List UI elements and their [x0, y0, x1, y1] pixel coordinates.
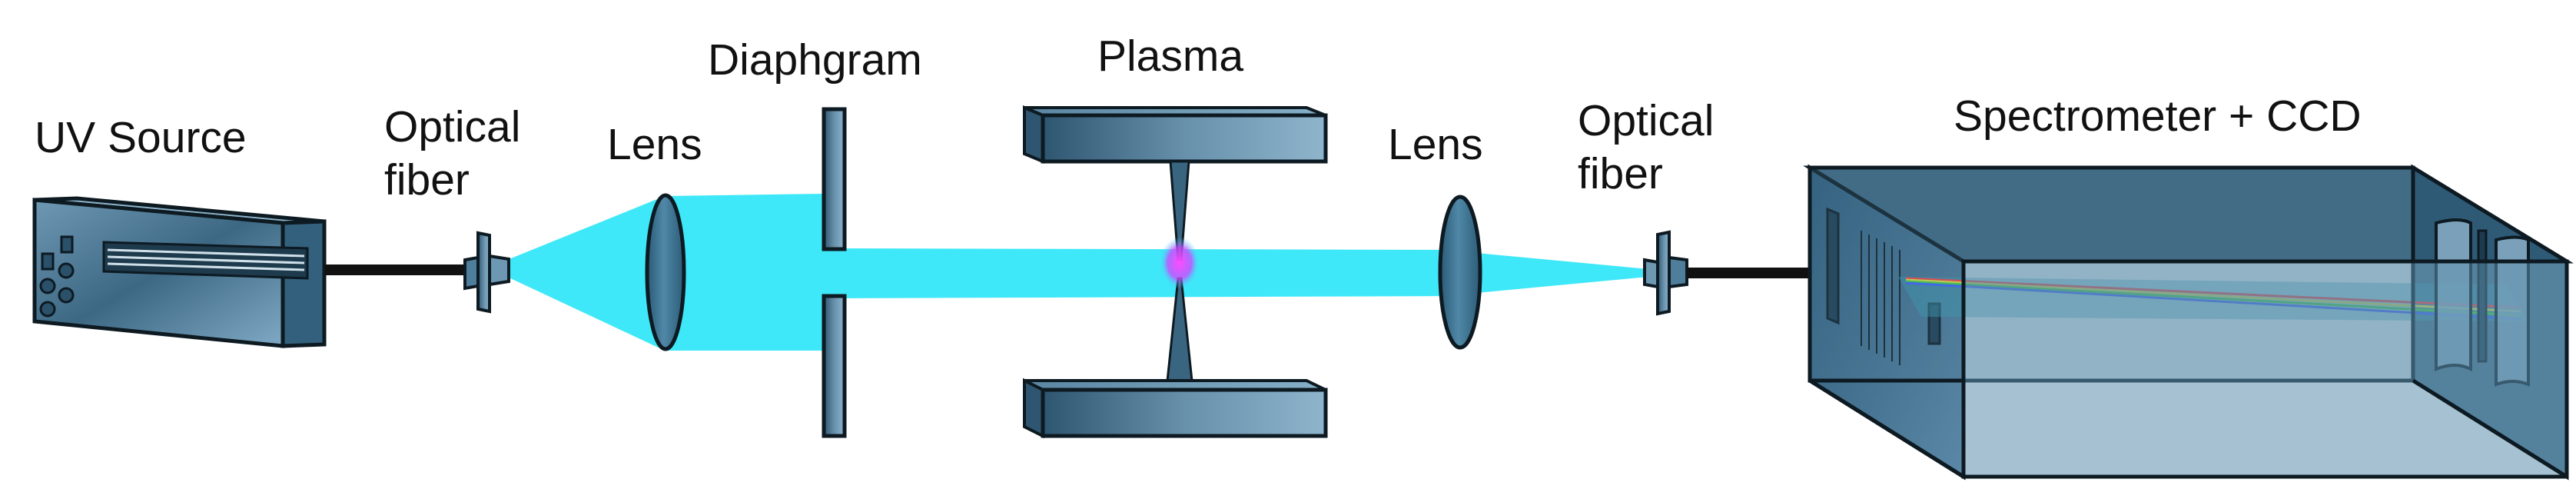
uv-source-box — [32, 196, 327, 348]
plasma-glow — [1160, 237, 1200, 289]
optical-fiber-out-label-line2: fiber — [1578, 149, 1663, 198]
spectrometer-box — [1803, 164, 2574, 481]
control-knobs — [39, 235, 75, 318]
diaphragm-top-blade — [822, 107, 847, 251]
fiber-cable-spectrometer — [1687, 268, 1810, 278]
lens-left — [645, 193, 686, 351]
vent-grille — [102, 241, 309, 280]
lens-right — [1438, 195, 1482, 350]
diaphragm-bottom-blade — [822, 294, 847, 438]
plasma-electrode-bottom — [1023, 277, 1328, 439]
plasma-electrode-top — [1023, 105, 1328, 261]
diaphragm — [822, 107, 847, 438]
optical-fiber-out-coupler — [1643, 230, 1688, 316]
diffraction-grating — [1861, 231, 1900, 365]
lens-left-label: Lens — [607, 120, 702, 169]
grating-mount — [1927, 302, 1941, 345]
lens-right-label: Lens — [1388, 120, 1483, 169]
optical-fiber-in-label-line1: Optical — [384, 102, 520, 151]
optical-fiber-out-label-line1: Optical — [1578, 96, 1714, 145]
uv-source-label: UV Source — [35, 113, 247, 162]
entrance-slit — [1826, 207, 1840, 325]
fiber-cable-source — [324, 264, 475, 275]
spectrometer-label: Spectrometer + CCD — [1954, 91, 2362, 141]
light-beam — [507, 194, 1648, 351]
diaphragm-label: Diaphgram — [708, 35, 922, 85]
optical-fiber-in-label-line2: fiber — [384, 155, 470, 205]
plasma-label: Plasma — [1097, 32, 1243, 81]
optical-fiber-in-coupler — [463, 231, 510, 314]
